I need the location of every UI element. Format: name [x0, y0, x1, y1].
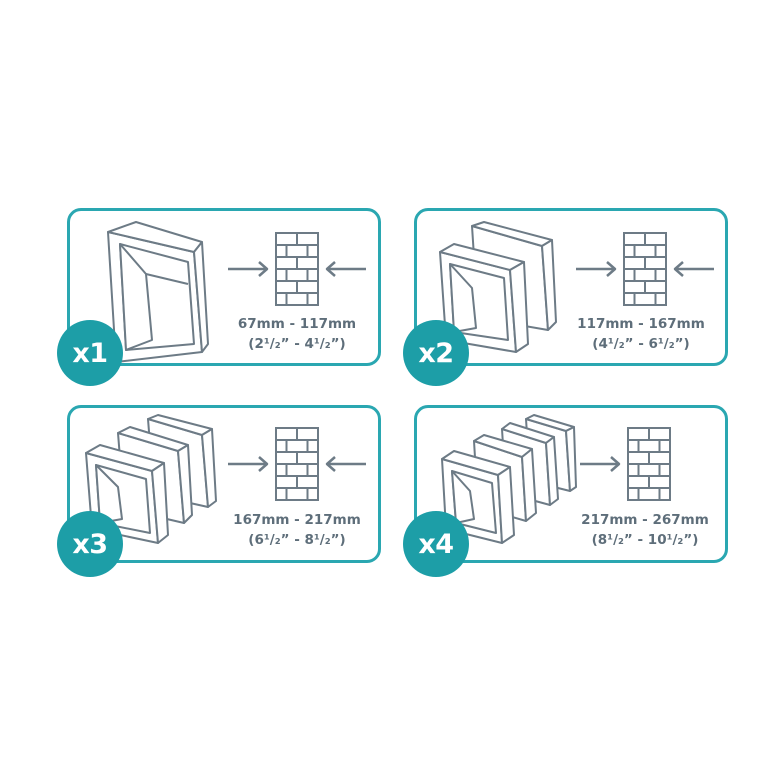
range-mm: 117mm - 167mm: [577, 316, 705, 332]
arrow-right-icon: [576, 261, 617, 277]
arrow-right-icon: [228, 456, 269, 472]
wall-thickness-label: 117mm - 167mm (4¹/₂” - 6¹/₂”): [566, 314, 716, 354]
range-mm: 217mm - 267mm: [581, 512, 709, 528]
range-mm: 167mm - 217mm: [233, 512, 361, 528]
arrow-left-icon: [673, 261, 714, 277]
wall-thickness-label: 217mm - 267mm (8¹/₂” - 10¹/₂”): [570, 510, 720, 550]
brick-wall-icon: [275, 232, 319, 306]
range-mm: 67mm - 117mm: [237, 316, 357, 332]
quantity-badge: x3: [57, 511, 123, 577]
quantity-badge: x2: [403, 320, 469, 386]
wall-sleeve-icon: [439, 221, 557, 353]
brick-wall-icon: [627, 427, 671, 501]
arrow-right-icon: [228, 261, 269, 277]
range-inches: (4¹/₂” - 6¹/₂”): [592, 336, 690, 352]
brick-wall-icon: [275, 427, 319, 501]
range-inches: (8¹/₂” - 10¹/₂”): [591, 532, 699, 548]
range-inches: (6¹/₂” - 8¹/₂”): [248, 532, 346, 548]
wall-thickness-label: 67mm - 117mm (2¹/₂” - 4¹/₂”): [222, 314, 372, 354]
arrow-right-icon: [580, 456, 621, 472]
arrow-left-icon: [325, 261, 366, 277]
brick-wall-icon: [623, 232, 667, 306]
quantity-badge: x4: [403, 511, 469, 577]
quantity-badge: x1: [57, 320, 123, 386]
range-inches: (2¹/₂” - 4¹/₂”): [248, 336, 346, 352]
wall-thickness-label: 167mm - 217mm (6¹/₂” - 8¹/₂”): [222, 510, 372, 550]
arrow-left-icon: [325, 456, 366, 472]
wall-sleeve-icon: [107, 221, 209, 363]
